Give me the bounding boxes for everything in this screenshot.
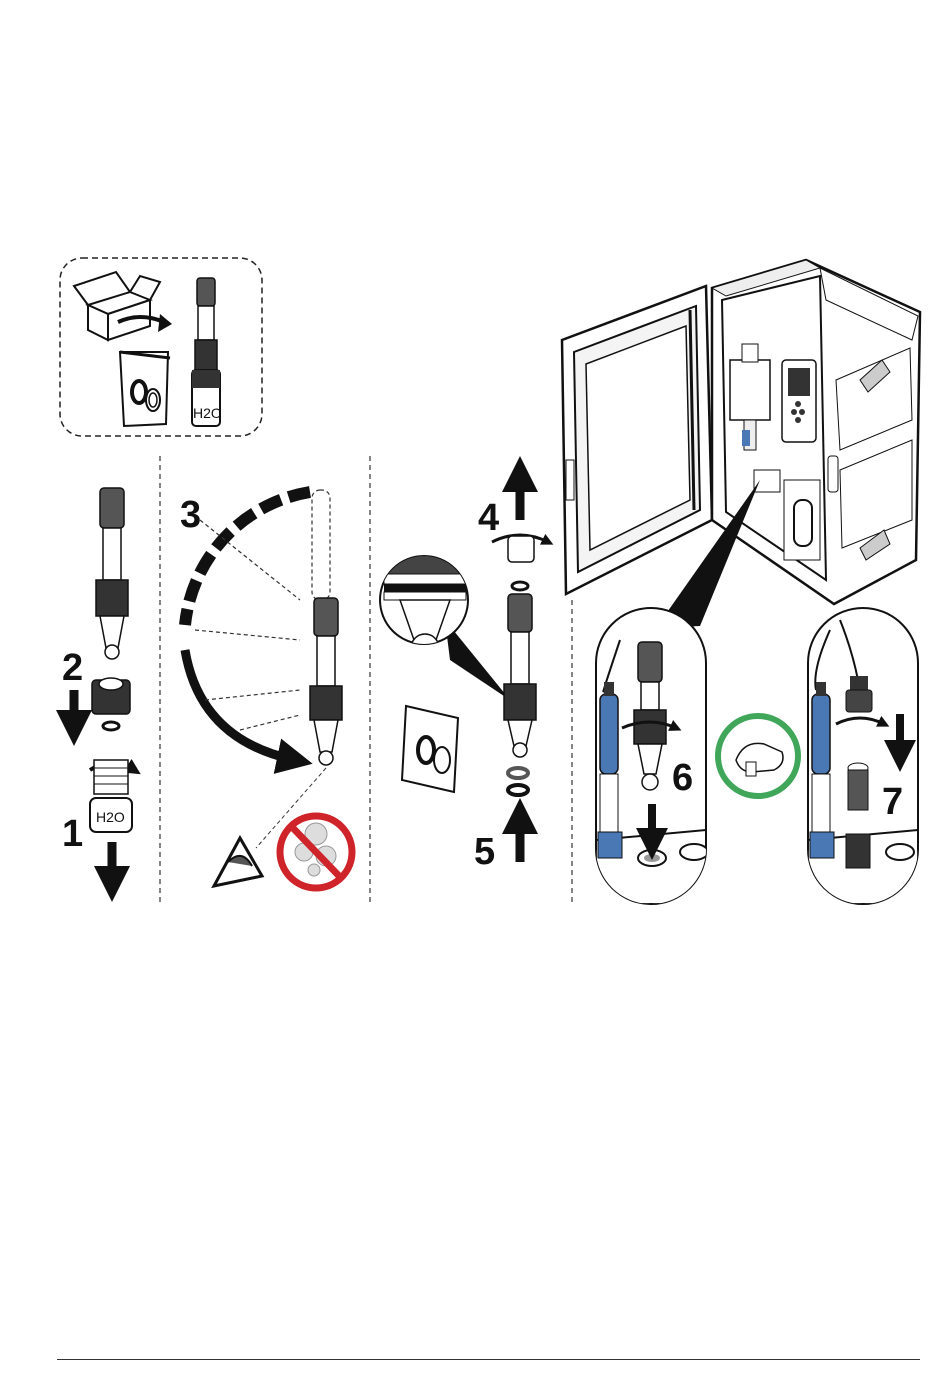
o-rings-icon [508,768,528,795]
step-6-label: 6 [672,757,693,799]
o-ring-bag-icon [402,706,458,792]
sensor-icon [310,598,342,765]
footer-rule [57,1359,920,1360]
analyzer-enclosure [562,260,920,628]
eye-icon [214,838,262,886]
sensor-in-bottle-icon: H2O [192,278,222,426]
unpack-inset: H2O [60,258,262,436]
swing-arrow-icon [185,650,295,760]
step-5-label: 5 [474,831,495,873]
analyzer-door [562,286,712,594]
step-2-label: 2 [62,647,83,689]
sensor-icon [504,582,536,757]
cap-icon [92,678,130,730]
no-bubbles-icon [280,816,352,888]
bottle-h2o-label: H2O [193,405,222,421]
h2o-bottle-icon: H2O [90,760,134,832]
zoom-detail [380,556,510,700]
dashed-arc-icon [185,492,310,625]
hand-tighten-icon [718,716,798,796]
sensor-icon [96,488,128,659]
analyzer-body [712,260,920,604]
step-7-label: 7 [882,781,903,823]
cap-h2o-label: H2O [96,809,125,825]
step-1-label: 1 [62,813,83,855]
panel-replace-orings: 4 5 [380,474,548,873]
o-ring-bag-icon [120,352,170,426]
panel-separators [160,456,572,904]
step-3-label: 3 [180,494,201,536]
cap-rotate-icon [492,535,548,562]
panel-connect-cable: 7 [808,608,918,904]
panel-install-sensor: 6 [596,608,708,904]
kit-box-icon [74,272,172,340]
step-4-label: 4 [478,497,499,539]
panel-remove-bottle: 2 H2O 1 [62,488,134,884]
panel-shake-sensor: 3 [180,490,352,888]
